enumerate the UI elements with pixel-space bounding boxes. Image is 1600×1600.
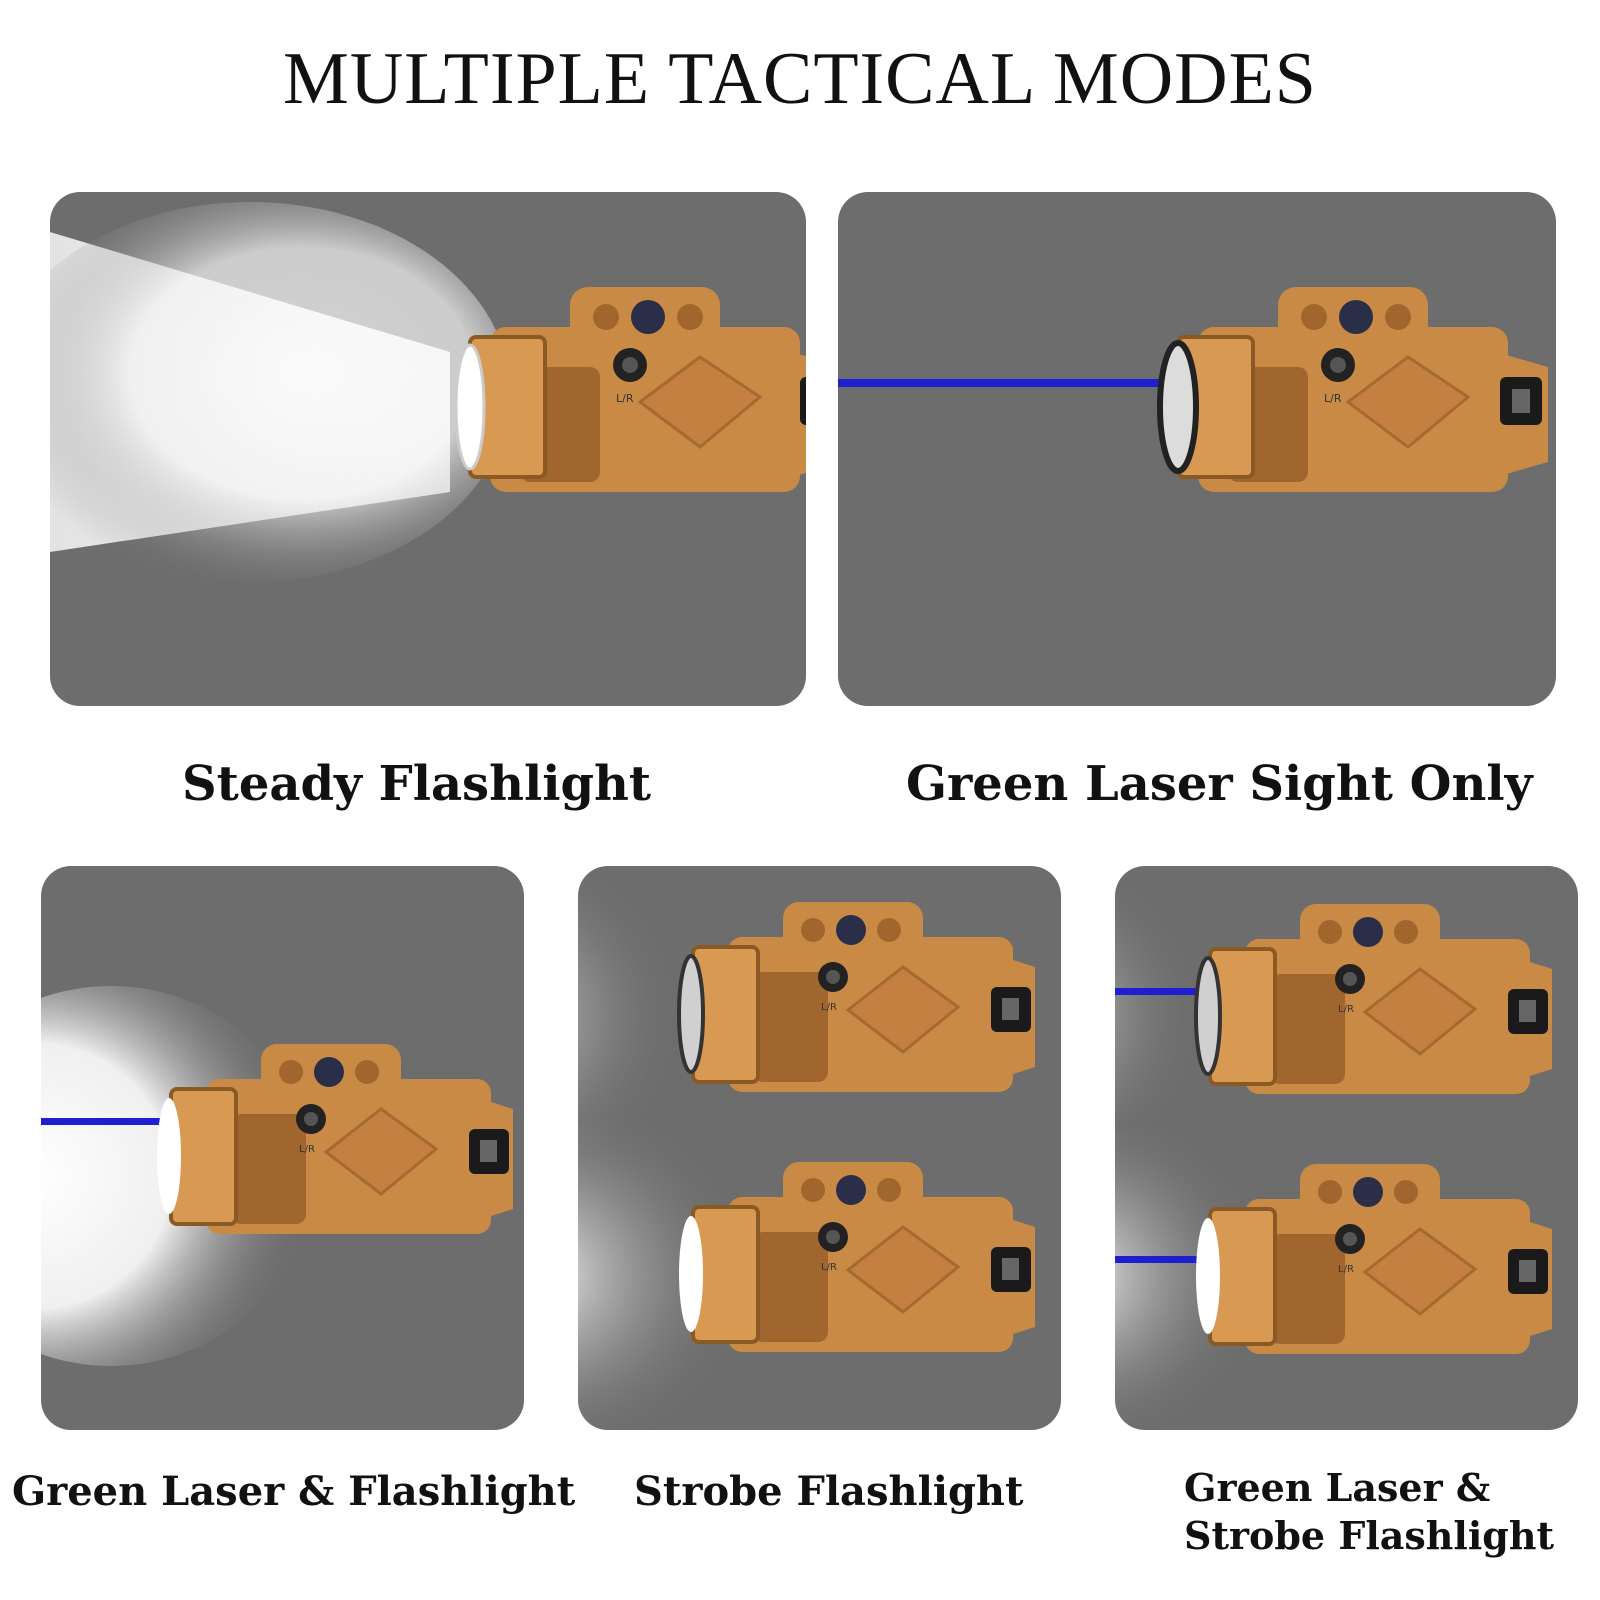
laser-flashlight-illustration: L/R — [41, 986, 513, 1366]
steady-flashlight-illustration: L/R — [50, 202, 806, 582]
laser-beam-bottom — [1115, 1256, 1215, 1263]
laser-beam-top — [1115, 988, 1215, 995]
weapon-light-device-bottom: L/R — [1196, 1164, 1552, 1354]
switch-label: L/R — [1338, 1004, 1354, 1015]
caption-laser-and-flashlight: Green Laser & Flashlight — [12, 1468, 576, 1515]
strobe-flashlight-illustration: L/R L/R — [578, 866, 1035, 1430]
weapon-light-device: L/R — [157, 1044, 513, 1234]
switch-label: L/R — [1338, 1264, 1354, 1275]
mode-panel-laser-and-strobe: L/R L/R — [1115, 866, 1578, 1430]
laser-beam — [838, 379, 1190, 387]
mode-panel-steady-flashlight: L/R — [50, 192, 806, 706]
laser-only-illustration: L/R — [838, 287, 1548, 492]
weapon-light-device-top: L/R — [1194, 904, 1552, 1094]
mode-panel-laser-and-flashlight: L/R — [41, 866, 524, 1430]
caption-laser-and-strobe-line-1: Green Laser & — [1184, 1465, 1491, 1510]
weapon-light-device-bottom: L/R — [679, 1162, 1035, 1352]
caption-laser-only: Green Laser Sight Only — [906, 756, 1533, 812]
mode-panel-laser-only: L/R — [838, 192, 1556, 706]
laser-strobe-illustration: L/R L/R — [1115, 876, 1552, 1426]
mode-panel-strobe-flashlight: L/R L/R — [578, 866, 1061, 1430]
switch-label: L/R — [299, 1144, 315, 1155]
switch-label: L/R — [821, 1002, 837, 1013]
caption-steady-flashlight: Steady Flashlight — [182, 756, 652, 812]
caption-strobe-flashlight: Strobe Flashlight — [634, 1468, 1024, 1515]
caption-laser-and-strobe: Green Laser & Strobe Flashlight — [1184, 1464, 1554, 1560]
light-glow — [50, 202, 510, 582]
caption-laser-and-strobe-line-2: Strobe Flashlight — [1184, 1513, 1555, 1558]
switch-label: L/R — [1324, 392, 1342, 405]
weapon-light-device-top: L/R — [677, 902, 1035, 1092]
switch-label: L/R — [616, 392, 634, 405]
switch-label: L/R — [821, 1262, 837, 1273]
page-title: MULTIPLE TACTICAL MODES — [283, 38, 1317, 120]
laser-beam — [41, 1118, 181, 1125]
weapon-light-device: L/R — [1157, 287, 1548, 492]
weapon-light-device: L/R — [454, 287, 806, 492]
